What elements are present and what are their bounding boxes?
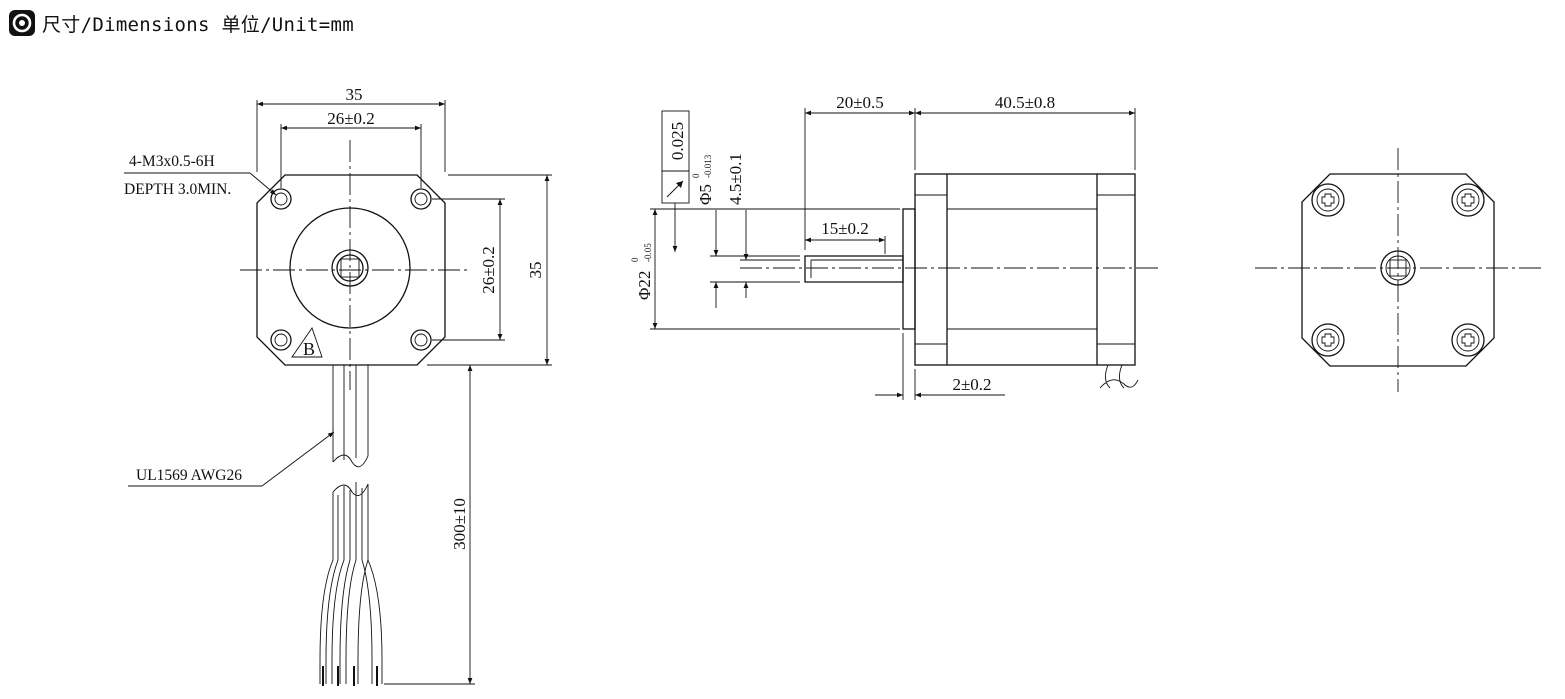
phillips-screw-icon [1451, 323, 1485, 357]
side-view: 20±0.5 40.5±0.8 15±0.2 2±0.2 0.025 [630, 93, 1160, 400]
svg-text:0: 0 [691, 173, 701, 178]
motor-body [914, 173, 1136, 366]
runout-tolerance: 0.025 [668, 122, 687, 160]
mounting-hole [270, 329, 292, 351]
shaft-inner [336, 254, 364, 282]
mounting-hole [410, 329, 432, 351]
shaft-dia-label: Φ5 0 -0.013 [691, 154, 715, 205]
thread-note-line1: 4-M3x0.5-6H [129, 153, 215, 170]
shaft-flat [340, 258, 360, 278]
drawing-title: 尺寸/Dimensions 单位/Unit=mm [42, 13, 354, 36]
datum-b-triangle [291, 327, 323, 358]
boss-outline [902, 208, 916, 330]
target-icon [9, 10, 35, 36]
rear-shaft [1380, 250, 1416, 286]
drawing-header: 尺寸/Dimensions 单位/Unit=mm [8, 8, 354, 38]
dim-body-length: 40.5±0.8 [995, 93, 1055, 112]
datum-b-label: B [303, 339, 315, 359]
shaft-outer [331, 249, 369, 287]
rear-view [1255, 148, 1545, 392]
phillips-screw-icon [1311, 183, 1345, 217]
dim-boss-thickness: 2±0.2 [952, 375, 991, 394]
dim-hole-pitch-v: 26±0.2 [479, 246, 498, 294]
rear-outline [1301, 173, 1495, 367]
dim-lead-length: 300±10 [450, 498, 469, 550]
dim-flat-length: 15±0.2 [821, 219, 869, 238]
dim-flat: 4.5±0.1 [726, 153, 745, 205]
dim-width-overall: 35 [346, 85, 363, 104]
runout-frame-symbol [661, 170, 690, 204]
phillips-screw-icon [1451, 183, 1485, 217]
front-flange-outline [256, 174, 446, 366]
dim-height-overall: 35 [526, 262, 545, 279]
lead-wires [319, 365, 383, 686]
boss-dia-label: Φ22 0 -0.05 [630, 243, 654, 300]
dim-hole-pitch-h: 26±0.2 [327, 109, 375, 128]
front-view: B 35 26±0.2 26±0.2 35 4-M3x0.5-6H DEPTH [124, 85, 552, 686]
mounting-hole [410, 188, 432, 210]
lead-wire-note: UL1569 AWG26 [136, 467, 242, 484]
svg-text:0: 0 [630, 257, 640, 262]
dim-shaft-length: 20±0.5 [836, 93, 884, 112]
runout-arrow-icon [666, 180, 684, 198]
mounting-hole [270, 188, 292, 210]
svg-text:Φ5: Φ5 [696, 184, 715, 205]
boss-circle [289, 207, 411, 329]
svg-text:-0.013: -0.013 [703, 154, 713, 178]
svg-text:-0.05: -0.05 [643, 243, 653, 262]
phillips-screw-icon [1311, 323, 1345, 357]
thread-note-line2: DEPTH 3.0MIN. [124, 181, 231, 198]
svg-text:Φ22: Φ22 [635, 271, 654, 300]
